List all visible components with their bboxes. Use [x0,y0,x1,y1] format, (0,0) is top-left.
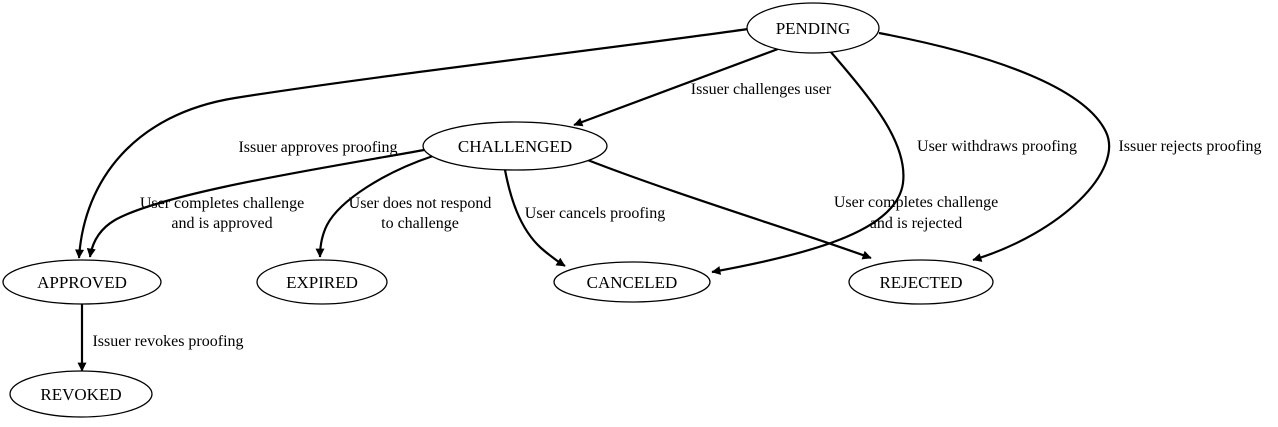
state-node-approved: APPROVED [2,259,162,305]
edge-label-issuer-rejects-proofing: Issuer rejects proofing [1118,138,1261,155]
edge-pending-rejected [878,31,1111,262]
state-label-challenged: CHALLENGED [458,137,572,156]
edge-label-no-respond-line2: to challenge [381,215,459,232]
edge-label-issuer-approves-proofing: Issuer approves proofing [238,139,397,156]
state-node-revoked: REVOKED [9,370,153,418]
state-node-rejected: REJECTED [848,259,994,305]
state-ellipse-challenged [422,121,608,171]
edge-challenged-approved [86,148,425,258]
state-node-canceled: CANCELED [553,261,711,303]
edge-label-completes-approved-line1: User completes challenge [140,195,304,212]
edges-layer [75,27,1111,372]
state-ellipse-pending [746,2,880,54]
edge-label-completes-rejected-line1: User completes challenge [834,194,998,211]
edge-labels-layer: Issuer challenges user Issuer approves p… [92,81,1261,350]
state-ellipse-canceled [553,261,711,303]
state-label-approved: APPROVED [37,273,127,292]
edge-label-issuer-revokes-proofing: Issuer revokes proofing [92,333,243,350]
state-ellipse-approved [2,259,162,305]
edge-pending-approved [75,27,749,259]
state-node-pending: PENDING [746,2,880,54]
edge-pending-challenged [573,47,779,127]
edge-challenged-rejected [584,157,872,260]
state-node-expired: EXPIRED [256,259,388,305]
edge-label-completes-rejected-line2: and is rejected [870,215,962,232]
edge-label-completes-approved-line2: and is approved [171,215,272,232]
state-label-expired: EXPIRED [286,273,358,292]
state-ellipse-rejected [848,259,994,305]
state-ellipse-expired [256,259,388,305]
nodes-layer: PENDING CHALLENGED APPROVED EXPIRED CANC… [2,2,994,418]
state-label-revoked: REVOKED [40,385,121,404]
state-label-rejected: REJECTED [879,273,962,292]
edge-challenged-canceled [503,169,566,267]
edge-label-user-cancels-proofing: User cancels proofing [525,205,665,222]
edge-label-no-respond-line1: User does not respond [349,195,492,212]
state-node-challenged: CHALLENGED [422,121,608,171]
edge-label-user-withdraws-proofing: User withdraws proofing [917,138,1077,155]
state-ellipse-revoked [9,370,153,418]
edge-pending-canceled [711,50,905,275]
state-label-canceled: CANCELED [587,273,678,292]
edge-challenged-expired [315,154,434,258]
edge-label-issuer-challenges-user: Issuer challenges user [691,81,832,98]
state-label-pending: PENDING [776,19,851,38]
